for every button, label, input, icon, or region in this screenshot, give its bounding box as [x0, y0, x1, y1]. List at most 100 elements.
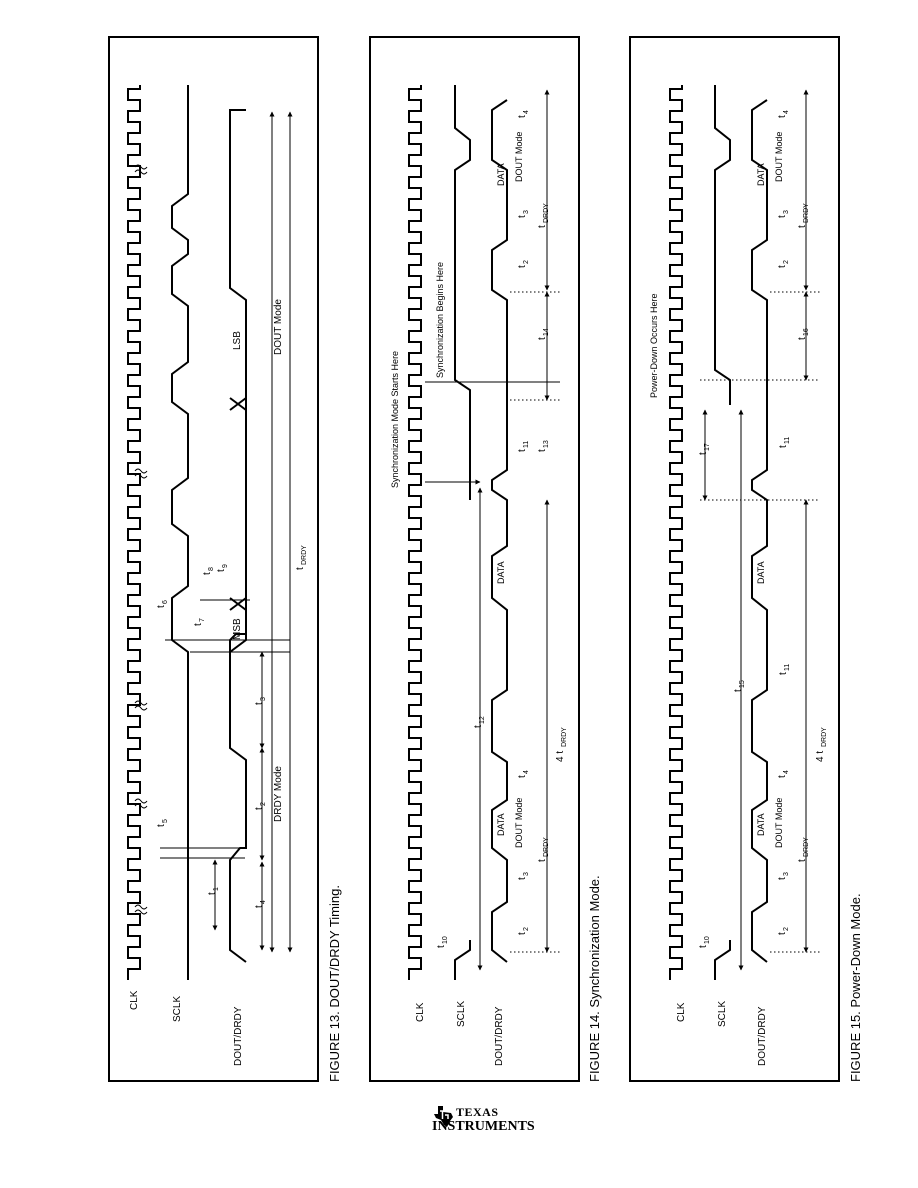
fig15-t17: t17: [698, 443, 711, 455]
fig13-dout-msb-edge: [229, 633, 246, 652]
fig13-t1-label: t1: [207, 887, 220, 895]
fig15-data-label-2: DATA: [756, 561, 766, 584]
svg-text:t: t: [254, 807, 265, 810]
svg-text:t: t: [797, 337, 808, 340]
svg-text:16: 16: [803, 328, 810, 336]
fig15-t-drdy-2: t DRDY: [797, 203, 810, 228]
svg-text:t: t: [295, 567, 306, 570]
fig15-data-label-1: DATA: [756, 813, 766, 836]
svg-text:14: 14: [543, 328, 550, 336]
svg-text:4: 4: [783, 770, 790, 774]
fig15-t2-b: t2: [777, 260, 790, 268]
svg-text:3: 3: [783, 872, 790, 876]
figure-15-caption: FIGURE 15. Power-Down Mode.: [848, 893, 863, 1082]
fig13-msb-label: MSB: [232, 618, 243, 640]
fig13-sclk-label: SCLK: [172, 996, 183, 1022]
svg-text:15: 15: [739, 680, 746, 688]
svg-text:t: t: [537, 225, 548, 228]
svg-text:t: t: [517, 932, 528, 935]
fig15-t4-b: t4: [777, 110, 790, 118]
fig15-t11-1: t11: [778, 664, 791, 675]
fig14-t14: t14: [537, 328, 550, 340]
fig15-t3-b: t3: [777, 210, 790, 218]
fig13-t4-label: t4: [254, 900, 267, 908]
fig14-t-drdy-2: t DRDY: [537, 203, 550, 228]
svg-text:t: t: [517, 449, 528, 452]
fig14-data-label-1: DATA: [496, 813, 506, 836]
fig14-sync-begins-label: Synchronization Begins Here: [435, 262, 445, 378]
fig15-t4-a: t4: [777, 770, 790, 778]
fig14-data-label-2: DATA: [496, 561, 506, 584]
svg-text:DRDY: DRDY: [821, 727, 828, 747]
svg-text:t: t: [156, 824, 167, 827]
fig15-t3-a: t3: [777, 872, 790, 880]
fig15-t10: t10: [698, 936, 711, 948]
svg-text:8: 8: [208, 567, 215, 571]
svg-text:4: 4: [523, 770, 530, 774]
fig15-power-down-label: Power-Down Occurs Here: [649, 293, 659, 398]
svg-text:4 t: 4 t: [555, 751, 566, 762]
svg-text:13: 13: [543, 440, 550, 448]
svg-text:4: 4: [260, 900, 267, 904]
svg-text:10: 10: [704, 936, 711, 944]
fig15-sclk-label: SCLK: [717, 1001, 728, 1027]
labels: CLK SCLK DOUT/DRDY LSB MSB DOUT Mode DRD…: [129, 110, 828, 1066]
fig15-dout-mode-2: DOUT Mode: [774, 132, 784, 182]
fig13-t7-label: t7: [193, 618, 206, 626]
svg-text:t: t: [698, 945, 709, 948]
fig13-t8-label: t8: [202, 567, 215, 575]
logo-line-2: INSTRUMENTS: [432, 1119, 535, 1134]
svg-text:t: t: [473, 725, 484, 728]
svg-text:t: t: [537, 859, 548, 862]
figure-14-caption: FIGURE 14. Synchronization Mode.: [587, 875, 602, 1082]
svg-text:3: 3: [523, 872, 530, 876]
svg-text:12: 12: [479, 716, 486, 724]
fig13-clk-label: CLK: [129, 990, 140, 1010]
fig14-dout-mode-1: DOUT Mode: [514, 798, 524, 848]
svg-text:t: t: [517, 877, 528, 880]
fig14-t11: t11: [517, 441, 530, 452]
svg-text:t: t: [698, 452, 709, 455]
fig13-clk-break-4: [134, 164, 148, 175]
fig14-sync-starts-label: Synchronization Mode Starts Here: [390, 351, 400, 488]
svg-text:t: t: [778, 445, 789, 448]
fig14-dout-wave: [491, 99, 508, 963]
fig13-dout-wave: [229, 109, 247, 963]
svg-text:2: 2: [523, 260, 530, 264]
fig13-dout-mode-label: DOUT Mode: [273, 299, 284, 355]
figure-13-caption: FIGURE 13. DOUT/DRDY Timing.: [327, 885, 342, 1082]
svg-text:t: t: [733, 689, 744, 692]
fig14-t3-a: t3: [517, 872, 530, 880]
fig15-t2-a: t2: [777, 927, 790, 935]
fig13-clk-break-3: [134, 468, 148, 479]
svg-text:3: 3: [783, 210, 790, 214]
fig15-t11-2: t11: [778, 437, 791, 448]
fig14-t2-a: t2: [517, 927, 530, 935]
svg-text:4: 4: [523, 110, 530, 114]
svg-text:t: t: [517, 775, 528, 778]
svg-text:t: t: [797, 225, 808, 228]
svg-text:DRDY: DRDY: [543, 203, 550, 223]
svg-text:17: 17: [704, 443, 711, 451]
svg-text:t: t: [777, 115, 788, 118]
fig15-t15: t15: [733, 680, 746, 692]
fig13-t9-label: t9: [216, 564, 229, 572]
svg-text:t: t: [436, 945, 447, 948]
fig15-t16: t16: [797, 328, 810, 340]
fig14-clk-wave: [408, 85, 422, 980]
dotted-guides: [510, 291, 820, 953]
svg-text:t: t: [254, 702, 265, 705]
fig14-dout-mode-2: DOUT Mode: [514, 132, 524, 182]
texas-state-icon: [434, 1106, 453, 1127]
svg-text:7: 7: [199, 618, 206, 622]
svg-text:DRDY: DRDY: [803, 203, 810, 223]
svg-text:11: 11: [784, 437, 791, 444]
fig13-dout-drdy-label: DOUT/DRDY: [233, 1006, 244, 1066]
fig14-t2-b: t2: [517, 260, 530, 268]
fig13-t6-label: t6: [156, 600, 169, 608]
fig15-clk-label: CLK: [676, 1002, 687, 1022]
